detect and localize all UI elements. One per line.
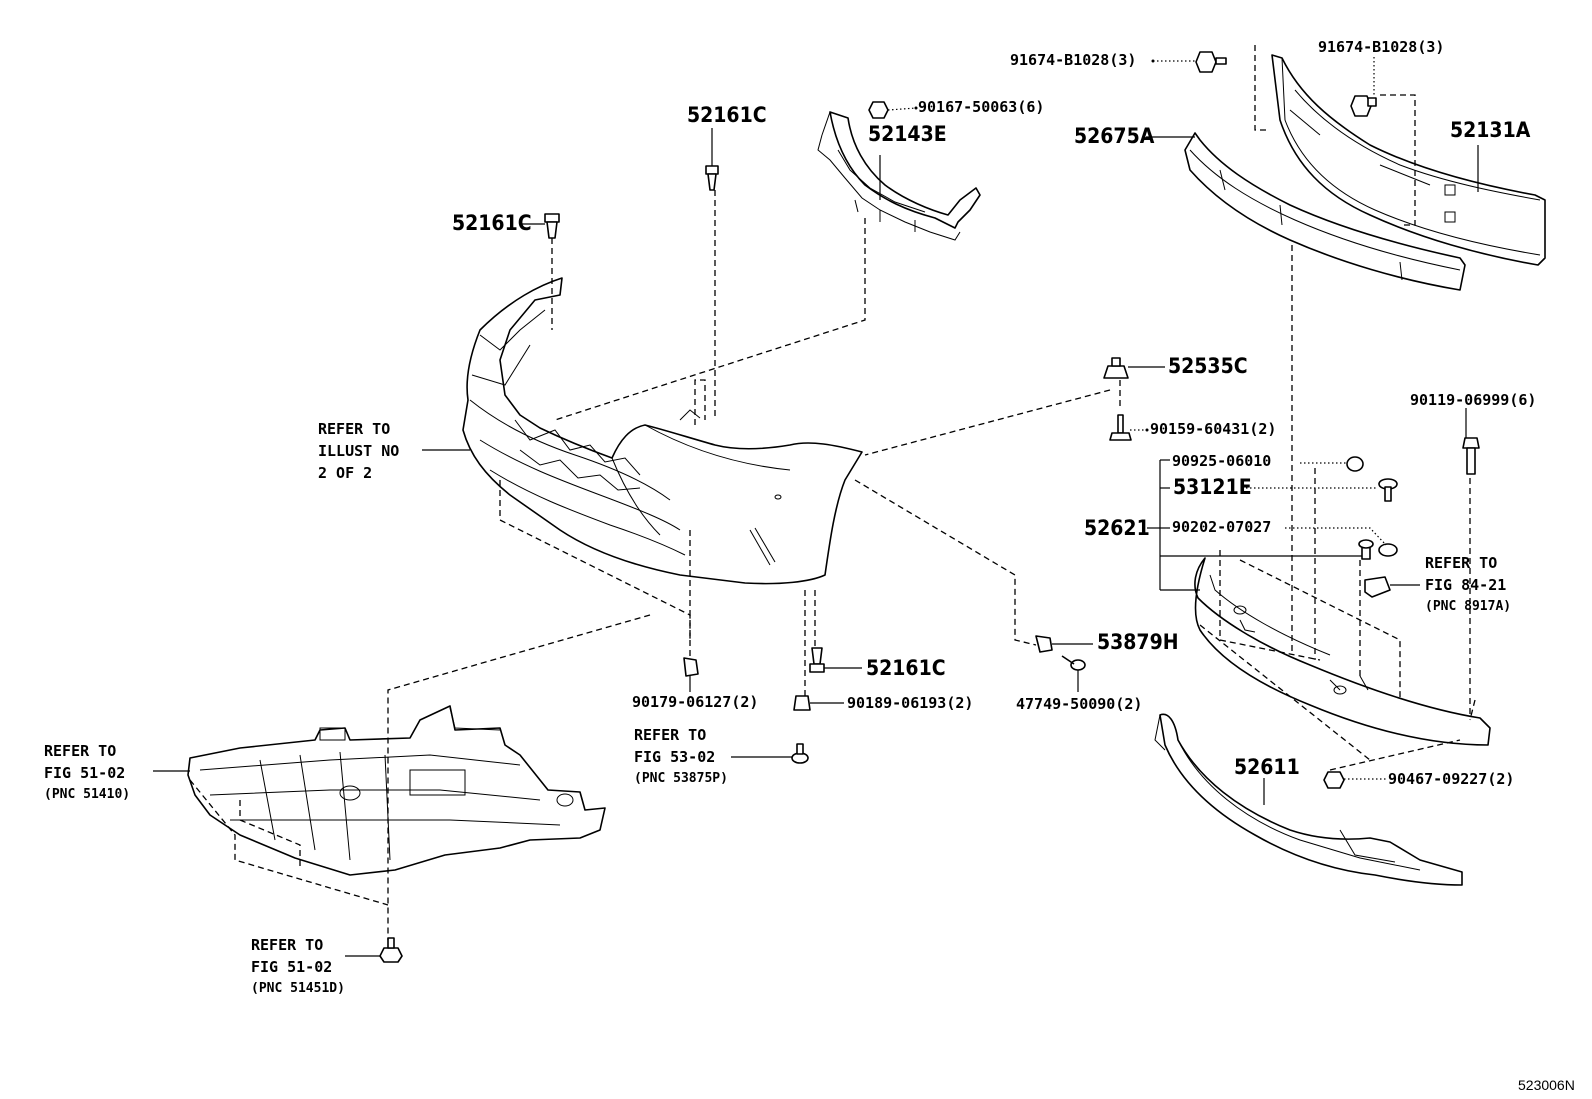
diagram-code: 523006N [1518, 1077, 1575, 1093]
refer-fig-51-02-b: REFER TO FIG 51-02 (PNC 51451D) [251, 934, 345, 1000]
nut-90189-06193 [793, 695, 811, 711]
label-90202-07027: 90202-07027 [1172, 518, 1272, 536]
refer-line-1: REFER TO [1425, 554, 1498, 572]
clip-52161C-left [544, 213, 560, 239]
fasteners [379, 51, 1480, 963]
reinforcement-52131A [1271, 54, 1546, 266]
refer-fig-51-02-a: REFER TO FIG 51-02 (PNC 51410) [44, 740, 130, 806]
label-90159-60431: 90159-60431(2) [1150, 420, 1277, 438]
label-52131A: 52131A [1450, 118, 1531, 142]
screw-51451D [379, 937, 403, 963]
screw-47749-50090 [1061, 655, 1086, 671]
refer-line-2: FIG 51-02 [44, 764, 126, 782]
label-52143E: 52143E [868, 122, 947, 146]
label-90467-09227: 90467-09227(2) [1388, 770, 1515, 788]
clip-53121E [1378, 478, 1398, 502]
bumper-cover-52119 [462, 277, 863, 585]
nut-90925-06010 [1346, 456, 1364, 472]
label-53121E: 53121E [1173, 475, 1252, 499]
absorber-52675A [1184, 132, 1466, 291]
refer-line-1: REFER TO [318, 420, 391, 438]
screw-53875P [791, 743, 809, 764]
clip-90179-06127 [683, 657, 699, 677]
retainer-52143E [817, 111, 981, 241]
refer-line-3: (PNC 8917A) [1425, 599, 1512, 614]
refer-line-3: (PNC 51410) [44, 787, 131, 802]
clip-52535C [1103, 357, 1129, 379]
label-90179-06127: 90179-06127(2) [632, 693, 759, 711]
nut-90167-50063 [868, 101, 889, 119]
bolt-91674-B1028-a [1195, 51, 1227, 73]
retainer-52621 [1194, 557, 1491, 746]
bracket-8917A [1364, 576, 1391, 598]
leader-dots [914, 59, 1155, 432]
label-52161C-left: 52161C [452, 211, 532, 235]
clip-53879H [1035, 635, 1053, 653]
refer-line-3: 2 OF 2 [318, 464, 373, 482]
label-52675A: 52675A [1074, 124, 1155, 148]
spoiler-52611 [1154, 713, 1463, 886]
label-90189-06193: 90189-06193(2) [847, 694, 974, 712]
screw-90159-60431 [1109, 414, 1132, 441]
label-47749-50090: 47749-50090(2) [1016, 695, 1143, 713]
refer-line-2: FIG 53-02 [634, 748, 716, 766]
refer-line-1: REFER TO [634, 726, 707, 744]
refer-line-1: REFER TO [251, 936, 324, 954]
bolt-91674-B1028-b [1350, 95, 1377, 117]
assembly-lines [189, 45, 1476, 940]
refer-line-2: FIG 84-21 [1425, 576, 1507, 594]
refer-fig-53-02: REFER TO FIG 53-02 (PNC 53875P) [634, 724, 728, 790]
refer-line-2: FIG 51-02 [251, 958, 333, 976]
leader-lines [153, 57, 1479, 957]
bolt-90119-06999 [1462, 437, 1480, 475]
label-53879H: 53879H [1097, 630, 1179, 654]
refer-line-2: ILLUST NO [318, 442, 400, 460]
engine-under-cover [187, 705, 606, 876]
washer-90202-07027 [1378, 543, 1398, 557]
label-91674-B1028-a: 91674-B1028(3) [1010, 51, 1137, 69]
label-90167-50063: 90167-50063(6) [918, 98, 1045, 116]
nut-90467-09227 [1323, 771, 1345, 789]
label-52611: 52611 [1234, 755, 1300, 779]
refer-line-3: (PNC 51451D) [251, 981, 345, 996]
label-52161C-bottom: 52161C [866, 656, 946, 680]
label-52621: 52621 [1084, 516, 1150, 540]
refer-line-1: REFER TO [44, 742, 117, 760]
refer-fig-84-21: REFER TO FIG 84-21 (PNC 8917A) [1425, 552, 1511, 618]
label-90925-06010: 90925-06010 [1172, 452, 1272, 470]
clip-52161C-bottom [809, 647, 825, 673]
label-52535C: 52535C [1168, 354, 1248, 378]
label-90119-06999: 90119-06999(6) [1410, 391, 1537, 409]
bolt-52621-set [1358, 539, 1374, 560]
label-91674-B1028-b: 91674-B1028(3) [1318, 38, 1445, 56]
refer-line-3: (PNC 53875P) [634, 771, 728, 786]
clip-52161C-top [705, 165, 719, 191]
label-52161C-top: 52161C [687, 103, 767, 127]
refer-illust-2-of-2: REFER TO ILLUST NO 2 OF 2 [318, 418, 399, 484]
